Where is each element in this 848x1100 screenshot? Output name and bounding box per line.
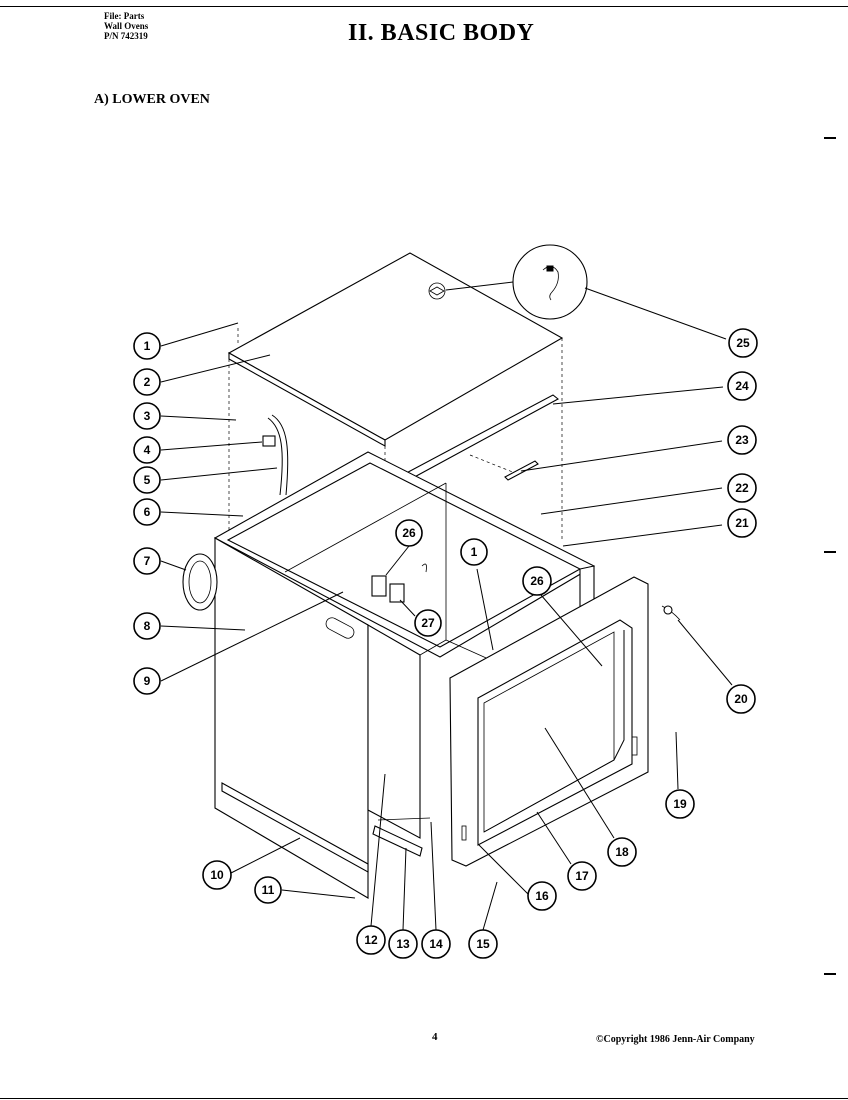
callout-22: 22	[727, 473, 757, 503]
top-rule	[0, 6, 848, 7]
edge-mark	[824, 551, 836, 553]
svg-text:16: 16	[535, 889, 549, 903]
svg-text:13: 13	[396, 937, 410, 951]
callout-26-socket: 26	[395, 519, 423, 547]
wiring-harness	[262, 414, 289, 496]
part-number-line: P/N 742319	[104, 31, 148, 41]
svg-text:5: 5	[144, 473, 151, 487]
callout-6: 6	[133, 498, 161, 526]
callout-4: 4	[133, 436, 161, 464]
svg-text:23: 23	[735, 433, 749, 447]
callout-14: 14	[421, 929, 451, 959]
callout-27: 27	[414, 609, 442, 637]
light-sockets	[371, 563, 427, 603]
callout-25: 25	[728, 328, 758, 358]
callout-26-door: 26	[522, 566, 552, 596]
page-title: II. BASIC BODY	[348, 20, 535, 46]
svg-text:3: 3	[144, 409, 151, 423]
svg-text:19: 19	[673, 797, 687, 811]
svg-text:15: 15	[476, 937, 490, 951]
callout-21: 21	[727, 508, 757, 538]
callout-13: 13	[388, 929, 418, 959]
callout-10: 10	[202, 860, 232, 890]
svg-text:2: 2	[144, 375, 151, 389]
callout-16: 16	[527, 881, 557, 911]
callout-23: 23	[727, 425, 757, 455]
edge-mark	[824, 137, 836, 139]
svg-text:12: 12	[364, 933, 378, 947]
callout-8: 8	[133, 612, 161, 640]
svg-text:25: 25	[736, 336, 750, 350]
callout-11: 11	[254, 876, 282, 904]
svg-text:14: 14	[429, 937, 443, 951]
bottom-rule	[0, 1098, 848, 1099]
svg-text:22: 22	[735, 481, 749, 495]
callout-20: 20	[726, 684, 756, 714]
callout-12: 12	[356, 925, 386, 955]
svg-text:20: 20	[734, 692, 748, 706]
callout-19: 19	[665, 789, 695, 819]
page-number: 4	[432, 1031, 438, 1043]
callout-24: 24	[727, 371, 757, 401]
leader-lines	[160, 287, 733, 931]
model-line: Wall Ovens	[104, 21, 149, 31]
copyright: ©Copyright 1986 Jenn-Air Company	[596, 1034, 755, 1045]
oven-cavity	[213, 451, 596, 899]
callout-2: 2	[133, 368, 161, 396]
svg-text:27: 27	[421, 616, 435, 630]
svg-text:11: 11	[262, 883, 275, 897]
callout-15: 15	[468, 929, 498, 959]
svg-text:1: 1	[471, 545, 478, 559]
svg-text:8: 8	[144, 619, 151, 633]
svg-text:6: 6	[144, 505, 151, 519]
file-line: File: Parts	[104, 11, 145, 21]
top-panel	[227, 252, 564, 447]
svg-text:7: 7	[144, 554, 151, 568]
callout-18: 18	[607, 837, 637, 867]
edge-mark	[824, 973, 836, 975]
door-frame	[449, 576, 649, 867]
svg-text:4: 4	[144, 443, 151, 457]
svg-text:1: 1	[144, 339, 151, 353]
file-info: File: Parts Wall Ovens P/N 742319	[104, 11, 148, 41]
detail-magnifier	[445, 244, 588, 320]
callout-7: 7	[133, 547, 161, 575]
section-title: A) LOWER OVEN	[94, 92, 210, 107]
svg-text:24: 24	[735, 379, 749, 393]
callout-1-inner: 1	[460, 538, 488, 566]
svg-text:26: 26	[530, 574, 544, 588]
svg-text:26: 26	[402, 526, 416, 540]
svg-text:9: 9	[144, 674, 151, 688]
vent-ring	[182, 553, 218, 611]
callout-5: 5	[133, 466, 161, 494]
callout-3: 3	[133, 402, 161, 430]
svg-text:18: 18	[615, 845, 629, 859]
svg-text:21: 21	[735, 516, 749, 530]
callout-1: 1	[133, 332, 161, 360]
svg-text:10: 10	[210, 868, 224, 882]
callout-9: 9	[133, 667, 161, 695]
svg-text:17: 17	[575, 869, 589, 883]
callout-17: 17	[567, 861, 597, 891]
